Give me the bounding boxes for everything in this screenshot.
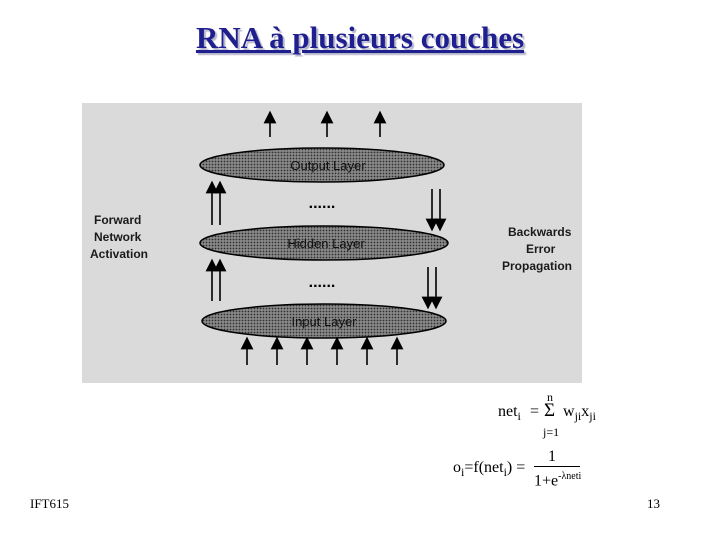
sum-lower-bound: j=1 bbox=[543, 425, 560, 439]
net-lhs-sub: i bbox=[517, 409, 521, 424]
ellipsis-upper: ...... bbox=[309, 195, 336, 212]
fraction-denominator: 1+e bbox=[534, 472, 559, 490]
input-layer bbox=[201, 303, 447, 339]
backward-label-line2: Error bbox=[526, 242, 556, 256]
output-lhs-sub: i bbox=[461, 465, 465, 480]
hidden-layer-label: Hidden Layer bbox=[287, 236, 365, 251]
output-mid-sub: i bbox=[503, 465, 507, 480]
net-lhs: net bbox=[498, 403, 518, 420]
backward-label-line3: Propagation bbox=[502, 259, 572, 273]
sigma-symbol: Σ bbox=[544, 400, 556, 421]
output-layer-label: Output Layer bbox=[290, 158, 366, 173]
fraction-numerator: 1 bbox=[548, 448, 556, 465]
sum-upper-bound: n bbox=[547, 390, 553, 404]
fraction-bar bbox=[534, 466, 580, 467]
page-number: 13 bbox=[647, 496, 660, 511]
slide-title: RNA à plusieurs couches bbox=[195, 20, 525, 55]
net-equals: = bbox=[530, 403, 540, 420]
forward-label-line2: Network bbox=[94, 230, 142, 244]
network-figure: Output Layer Hidden Layer Input Layer ..… bbox=[82, 103, 582, 383]
hidden-layer bbox=[199, 225, 449, 261]
input-layer-label: Input Layer bbox=[291, 314, 357, 329]
course-code: IFT615 bbox=[30, 496, 69, 511]
input-sub: ji bbox=[589, 409, 596, 424]
network-diagram: Output Layer Hidden Layer Input Layer ..… bbox=[90, 110, 572, 365]
forward-label-line1: Forward bbox=[94, 213, 141, 227]
input-symbol: x bbox=[581, 403, 590, 420]
ellipsis-lower: ...... bbox=[309, 274, 336, 291]
output-mid2: ) = bbox=[506, 459, 526, 476]
weight-symbol: w bbox=[563, 403, 575, 420]
forward-label-line3: Activation bbox=[90, 247, 148, 261]
output-layer bbox=[199, 147, 445, 183]
output-mid1: =f(net bbox=[464, 459, 504, 476]
backward-label-line1: Backwards bbox=[508, 225, 572, 239]
fraction-exponent: -λneti bbox=[558, 471, 582, 482]
output-lhs: o bbox=[453, 459, 461, 476]
weight-sub: ji bbox=[574, 409, 582, 424]
